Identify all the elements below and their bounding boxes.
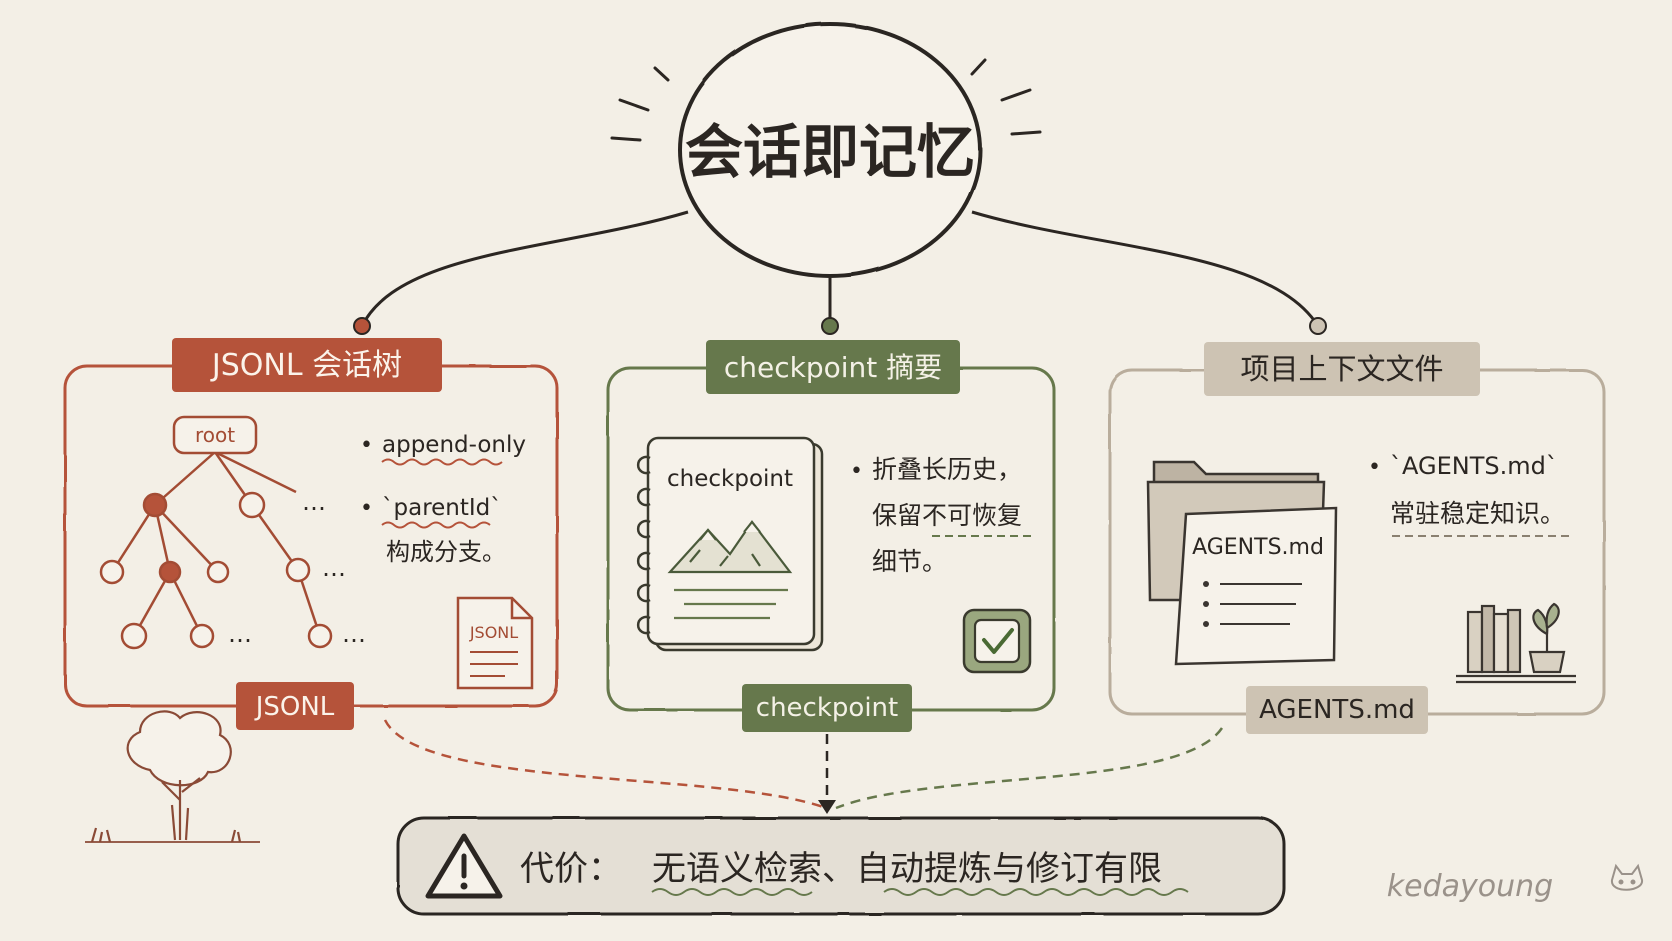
tree-node-3 (206, 560, 230, 584)
flow-arrowhead (818, 800, 836, 814)
panel-checkpoint-tag-bg (706, 340, 960, 394)
center-circle (678, 22, 982, 278)
bullet-checkpoint-line-2: 保留不可恢复 (872, 501, 1022, 530)
tree-node-2 (99, 559, 125, 585)
underline-wavy (651, 888, 813, 896)
warning-text: 无语义检索、自动提炼与修订有限 (652, 849, 1162, 889)
tree-doodle-icon (85, 710, 260, 843)
panel-agents-tag-bg (1204, 342, 1480, 396)
bullet-dot: • (850, 459, 863, 484)
underline-wavy (381, 521, 491, 529)
warning-icon (425, 833, 503, 899)
panel-jsonl-tag-bg (172, 338, 442, 392)
panel-checkpoint: checkpoint 摘要 checkpoint (606, 340, 1056, 732)
notebook-label: checkpoint (667, 466, 793, 492)
tree-node-7 (307, 623, 333, 649)
bullet-dot: • (1368, 455, 1381, 480)
bullet-jsonl-2-line-2: 构成分支。 (386, 538, 506, 566)
bullet-dot: • (360, 496, 373, 521)
warning-bar-frame (396, 816, 1286, 916)
tree-node-1 (238, 491, 266, 519)
tree-ellipsis-3: … (228, 620, 252, 648)
mountain-icon (667, 520, 793, 574)
bookshelf-icon (1456, 604, 1576, 684)
bullet-dot: • (360, 433, 373, 458)
tree-ellipsis-4: … (342, 620, 366, 648)
center-node: 会话即记忆 (610, 22, 1042, 278)
flow-line-left (383, 719, 827, 810)
tree-node-6 (189, 623, 215, 649)
panel-jsonl: JSONL 会话树 root … … … … • appen (63, 338, 559, 730)
bullet-jsonl-1-line-1: append-only (382, 432, 526, 458)
flow-line-right (835, 727, 1224, 810)
jsonl-file-label: JSONL (469, 623, 518, 642)
panel-checkpoint-tag: checkpoint 摘要 (724, 351, 942, 384)
document-icon: AGENTS.md (1174, 506, 1338, 666)
signature-text: kedayoung (1387, 869, 1553, 904)
bullet-jsonl-2-line-1: `parentId` (382, 495, 502, 521)
underline-wavy (381, 458, 503, 466)
notebook-icon: checkpoint (636, 436, 824, 652)
plant-icon (1528, 602, 1566, 674)
connector-right (971, 210, 1320, 327)
signature: kedayoung (1387, 863, 1643, 904)
panel-agents-tag: 项目上下文文件 (1240, 352, 1443, 386)
panel-agents-footer-bg (1246, 686, 1428, 734)
connector-dot-left (353, 317, 371, 335)
warning-bar: 代价： 无语义检索、自动提炼与修订有限 (396, 816, 1286, 916)
jsonl-file-icon: JSONL (456, 596, 534, 690)
bullet-agents-line-1: `AGENTS.md` (1390, 452, 1558, 480)
panel-jsonl-tag: JSONL 会话树 (210, 348, 402, 383)
agents-doc-label: AGENTS.md (1192, 535, 1324, 560)
bullet-agents-line-2: 常驻稳定知识。 (1390, 499, 1565, 528)
panel-checkpoint-footer-bg (742, 684, 912, 732)
tree-node-filled-2 (158, 560, 182, 584)
tree-node-4 (285, 557, 311, 583)
panel-agents-footer: AGENTS.md (1259, 695, 1415, 725)
tree-ellipsis-2: … (322, 554, 346, 582)
bullet-checkpoint-line-1: 折叠长历史， (872, 455, 1022, 484)
tree-root-label: root (195, 423, 235, 447)
tree-node-filled-1 (142, 492, 168, 518)
center-rays (610, 58, 1042, 142)
tree-root-node (172, 415, 258, 455)
bullet-checkpoint-line-3: 细节。 (872, 547, 947, 576)
cat-icon (1611, 863, 1643, 891)
tree-diagram (110, 450, 322, 637)
panel-jsonl-footer-bg (236, 682, 354, 730)
center-title: 会话即记忆 (685, 118, 975, 186)
panel-agents: 项目上下文文件 AGENTS.md • `AGENTS.md` 常驻稳定知识。 (1108, 342, 1606, 734)
flow-lines (383, 719, 1224, 810)
warning-label: 代价： (520, 849, 622, 889)
underline-wavy (883, 888, 1189, 896)
checkmark-icon (962, 608, 1032, 674)
panel-checkpoint-footer: checkpoint (756, 693, 898, 723)
panel-jsonl-footer: JSONL (254, 692, 335, 722)
tree-ellipsis-1: … (302, 488, 326, 516)
connector-dot-right (1309, 317, 1327, 335)
connector-dot-middle (821, 317, 839, 335)
connector-left (360, 210, 689, 327)
tree-node-5 (120, 622, 148, 650)
